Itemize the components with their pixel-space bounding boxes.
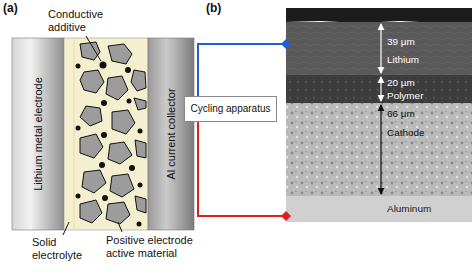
active-particle <box>80 42 100 60</box>
additive-dot <box>138 183 143 188</box>
additive-dot <box>76 194 81 199</box>
additive-dot <box>125 67 131 73</box>
terminal-diamond <box>281 211 291 221</box>
collector-band: Al current collector <box>148 38 194 230</box>
cycling-wire <box>198 122 286 216</box>
additive-dot <box>137 222 142 227</box>
box-text: Cycling apparatus <box>185 97 276 121</box>
band-text: Lithium metal electrode <box>32 77 45 191</box>
active-particle <box>135 196 146 213</box>
layer-band: 66 µm Cathode <box>286 103 472 196</box>
layer-band: Aluminum <box>286 196 472 222</box>
electrolyte-fill <box>64 38 148 230</box>
layer-band: 39 µm Lithium <box>286 22 472 75</box>
active-particle <box>80 200 102 223</box>
lithium-electrode-fill <box>12 38 64 230</box>
additive-dot <box>76 64 81 69</box>
dimension-arrow <box>380 24 381 73</box>
dimension-arrow <box>380 105 381 194</box>
active-particle <box>135 140 146 158</box>
label-holder: (b) <box>206 2 221 15</box>
additive-dot <box>138 129 143 134</box>
band-text: Al current collector <box>165 88 178 179</box>
layer-text: 66 µm <box>387 107 472 120</box>
terminal-diamond <box>281 39 291 49</box>
additive-dot <box>101 132 107 138</box>
active-particle <box>134 98 146 110</box>
active-particle <box>110 174 134 197</box>
active-particle <box>106 76 128 100</box>
active-particle <box>80 106 102 126</box>
layer-text: 20 µm <box>387 76 472 89</box>
panel-label: (a) <box>3 2 18 15</box>
callout-label: Solid electrolyte <box>32 236 96 262</box>
layer-text: Cathode <box>387 126 472 139</box>
electrode-band: Lithium metal electrode <box>12 38 64 230</box>
connector-group <box>198 39 291 96</box>
label-holder: Solid electrolyte <box>32 236 96 262</box>
label-holder: (a) <box>3 2 18 15</box>
additive-dot <box>100 62 107 69</box>
active-particle <box>131 70 146 91</box>
additive-dot <box>127 99 132 104</box>
lithium-surface <box>286 8 472 23</box>
active-particle <box>108 142 132 164</box>
cycling-wire <box>198 44 286 96</box>
leader-line <box>63 222 69 235</box>
active-particle <box>80 134 103 158</box>
label-holder: Conductive additive <box>48 8 118 34</box>
aluminum-layer-fill <box>286 196 472 222</box>
collector-fill <box>148 38 194 230</box>
leader-line <box>86 36 101 61</box>
layer-text: Polymer <box>387 89 472 102</box>
callout-label: Positive electrode active material <box>106 234 204 260</box>
active-particle <box>80 70 104 93</box>
additive-group <box>76 62 143 227</box>
process-box: Cycling apparatus <box>184 96 277 122</box>
electrolyte-boundary <box>74 38 75 230</box>
additive-dot <box>99 162 105 168</box>
polymer-layer-fill <box>286 75 472 103</box>
panel-label: (b) <box>206 2 221 15</box>
label-holder: Positive electrode active material <box>106 234 204 260</box>
connector-group <box>198 122 291 221</box>
additive-dot <box>129 165 135 171</box>
layer-text: 39 µm <box>387 35 472 48</box>
active-particle <box>108 44 132 64</box>
layer-band: 20 µmPolymer <box>286 75 472 103</box>
leader-line <box>118 222 122 232</box>
lithium-layer-fill <box>286 22 472 75</box>
dimension-arrow <box>380 77 381 101</box>
callout-label: Conductive additive <box>48 8 118 34</box>
particle-group <box>80 42 146 224</box>
additive-dot <box>76 126 81 131</box>
layer-text: Lithium <box>387 53 472 66</box>
active-particle <box>112 110 135 134</box>
cathode-layer-fill <box>286 103 472 196</box>
active-particle <box>106 202 130 224</box>
additive-dot <box>101 100 107 106</box>
layer-text: Aluminum <box>387 202 472 215</box>
additive-dot <box>102 195 108 201</box>
active-particle <box>82 170 106 193</box>
